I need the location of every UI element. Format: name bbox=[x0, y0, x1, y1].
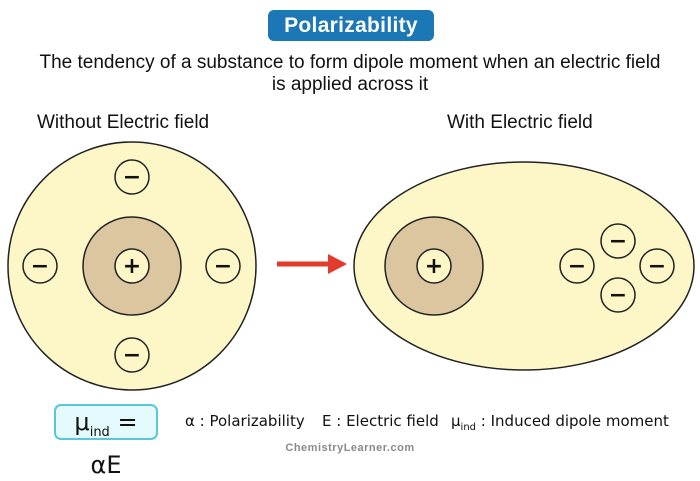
electron-bottom: − bbox=[114, 337, 150, 373]
subtitle-line-1: The tendency of a substance to form dipo… bbox=[39, 52, 661, 73]
negative-sign: − bbox=[568, 254, 586, 279]
shifted-electron-bottom: − bbox=[600, 277, 636, 313]
electron-left: − bbox=[22, 248, 58, 284]
positive-sign: + bbox=[425, 254, 443, 279]
positive-charge-left: + bbox=[114, 248, 150, 284]
page-title: Polarizability bbox=[268, 10, 434, 41]
negative-sign: − bbox=[609, 283, 627, 308]
positive-sign: + bbox=[123, 254, 141, 279]
negative-sign: − bbox=[123, 343, 141, 368]
shifted-electron-left: − bbox=[559, 248, 595, 284]
shifted-electron-top: − bbox=[600, 223, 636, 259]
right-panel-label: With Electric field bbox=[447, 112, 593, 133]
atom-without-field: + − − − − bbox=[7, 141, 257, 391]
subtitle-line-2: is applied across it bbox=[271, 74, 429, 95]
left-panel-label: Without Electric field bbox=[37, 112, 210, 133]
legend-mu-subscript: ind bbox=[460, 422, 477, 433]
electron-cloud-distorted bbox=[353, 161, 695, 371]
atom-with-field: + − − − − bbox=[353, 161, 695, 371]
electron-right: − bbox=[205, 248, 241, 284]
legend-alpha: α : Polarizability bbox=[185, 412, 305, 430]
electron-top: − bbox=[114, 159, 150, 195]
equation-mu: μ bbox=[74, 408, 90, 436]
equation-subscript: ind bbox=[89, 425, 110, 440]
positive-charge-right: + bbox=[416, 248, 452, 284]
credit-text: ChemistryLearner.com bbox=[285, 442, 415, 454]
negative-sign: − bbox=[214, 254, 232, 279]
negative-sign: − bbox=[123, 165, 141, 190]
legend-mu: μind : Induced dipole moment bbox=[451, 412, 669, 433]
legend-mu-symbol: μ bbox=[451, 412, 461, 430]
equation-box: μind = αE bbox=[54, 404, 158, 479]
negative-sign: − bbox=[31, 254, 49, 279]
shifted-electron-right: − bbox=[639, 248, 675, 284]
negative-sign: − bbox=[648, 254, 666, 279]
negative-sign: − bbox=[609, 229, 627, 254]
legend-field: E : Electric field bbox=[322, 412, 439, 430]
legend-mu-text: : Induced dipole moment bbox=[480, 412, 669, 430]
subtitle: The tendency of a substance to form dipo… bbox=[0, 52, 700, 96]
polarization-diagram: + − − − − + − bbox=[7, 141, 695, 391]
arrow-icon bbox=[277, 254, 347, 274]
